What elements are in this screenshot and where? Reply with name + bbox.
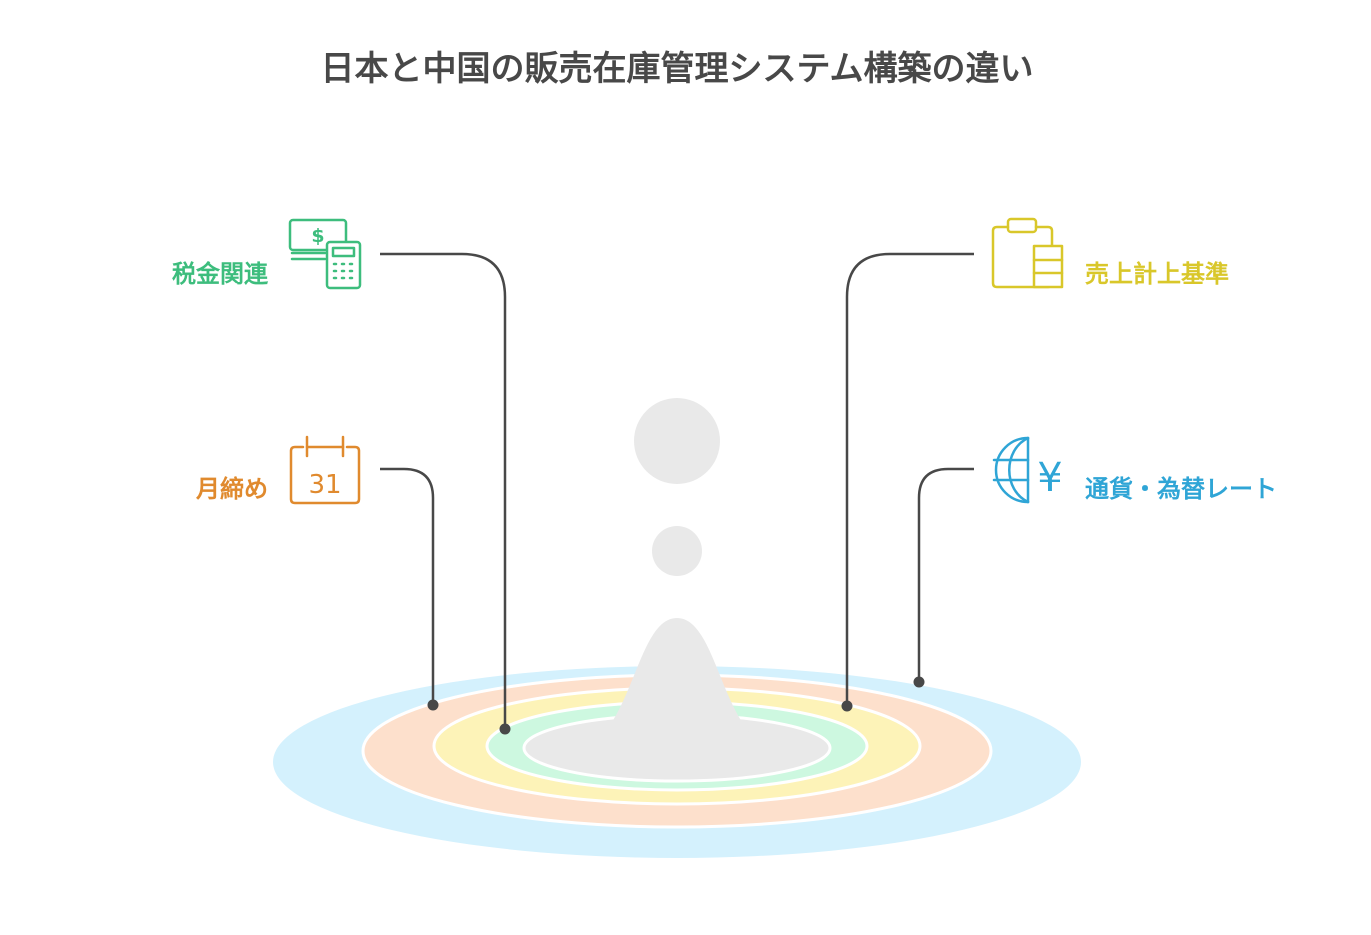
page-title: 日本と中国の販売在庫管理システム構築の違い bbox=[321, 49, 1034, 89]
drop-large bbox=[634, 398, 720, 484]
connector-dots bbox=[427, 676, 925, 735]
label-revenue: 売上計上基準 bbox=[1085, 260, 1229, 288]
ripple-rings bbox=[273, 666, 1081, 858]
connector-month-close bbox=[380, 467, 435, 705]
label-currency: 通貨・為替レート bbox=[1085, 475, 1277, 503]
globe-yen-icon: ¥ bbox=[992, 436, 1063, 504]
dollar-sign: $ bbox=[311, 225, 324, 247]
dot-tax bbox=[499, 723, 511, 735]
dot-currency bbox=[913, 676, 925, 688]
connector-revenue bbox=[845, 252, 974, 706]
water-drop bbox=[583, 398, 771, 749]
connector-tax bbox=[380, 252, 507, 729]
money-calculator-icon: $ bbox=[288, 218, 362, 290]
label-month-close: 月締め bbox=[195, 475, 268, 503]
calendar-day: 31 bbox=[308, 470, 341, 500]
dot-revenue bbox=[841, 700, 853, 712]
dot-month-close bbox=[427, 699, 439, 711]
clipboard-icon bbox=[991, 217, 1064, 289]
yen-sign: ¥ bbox=[1037, 455, 1062, 501]
connector-currency bbox=[917, 467, 974, 682]
label-tax: 税金関連 bbox=[172, 260, 269, 288]
connectors bbox=[380, 252, 974, 729]
drop-small bbox=[652, 526, 702, 576]
splash-peak bbox=[583, 618, 771, 749]
calendar-icon: 31 bbox=[289, 435, 361, 505]
